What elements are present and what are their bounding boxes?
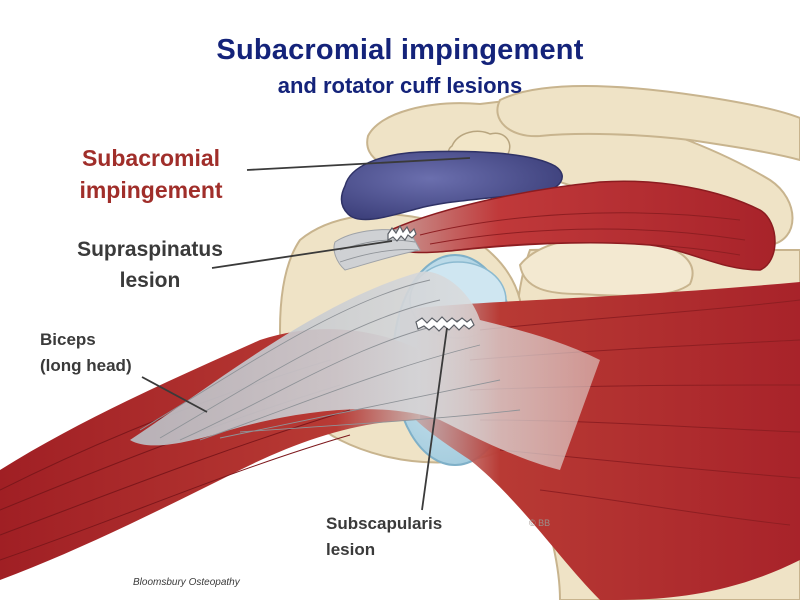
label-subscapularis-lesion: Subscapularis lesion [326,511,442,563]
label-line: Subacromial [81,145,221,171]
title-line-2: and rotator cuff lesions [277,73,523,98]
supraspinatus-muscle [379,180,776,271]
label-line: Subscapularis [326,514,443,533]
tendon-fibre [239,409,521,433]
supraspinatus-lesion-mark [387,224,417,242]
muscle-fibre [419,212,741,236]
credit-text: Bloomsbury Osteopathy [133,577,240,588]
tendon-fibre [159,299,441,439]
copyright-mark: © BB [529,518,551,528]
leader-lines [141,157,471,511]
leader-line-impingement [246,157,471,171]
label-line: Biceps [40,330,96,349]
leader-line-subscapularis [421,327,448,511]
tendon-fibre [139,279,431,431]
muscle-fibre [439,242,741,256]
label-subacromial-impingement: Subacromial impingement [56,142,246,206]
tendon-fibre [199,344,481,441]
tendon-fibre [339,249,419,263]
label-supraspinatus-lesion: Supraspinatus lesion [62,234,238,296]
clavicle [496,85,800,162]
label-biceps-long-head: Biceps (long head) [40,327,132,379]
muscle-fibre [479,299,800,331]
leader-line-biceps [141,376,208,413]
title-line-1: Subacromial impingement [216,34,584,66]
subscapularis-lesion-mark [415,316,475,332]
muscle-fibre [0,434,351,561]
label-line: lesion [326,540,376,559]
muscle-fibre [429,228,746,245]
muscle-fibre [0,409,351,536]
label-line: Supraspinatus [77,238,223,261]
tendon-fan [130,271,600,470]
leader-line-supraspinatus [211,240,393,269]
label-line: impingement [79,177,223,203]
label-line: (long head) [40,356,132,375]
label-line: lesion [119,269,181,292]
muscle-fibre [539,489,791,526]
tendon-fibre [179,319,461,441]
